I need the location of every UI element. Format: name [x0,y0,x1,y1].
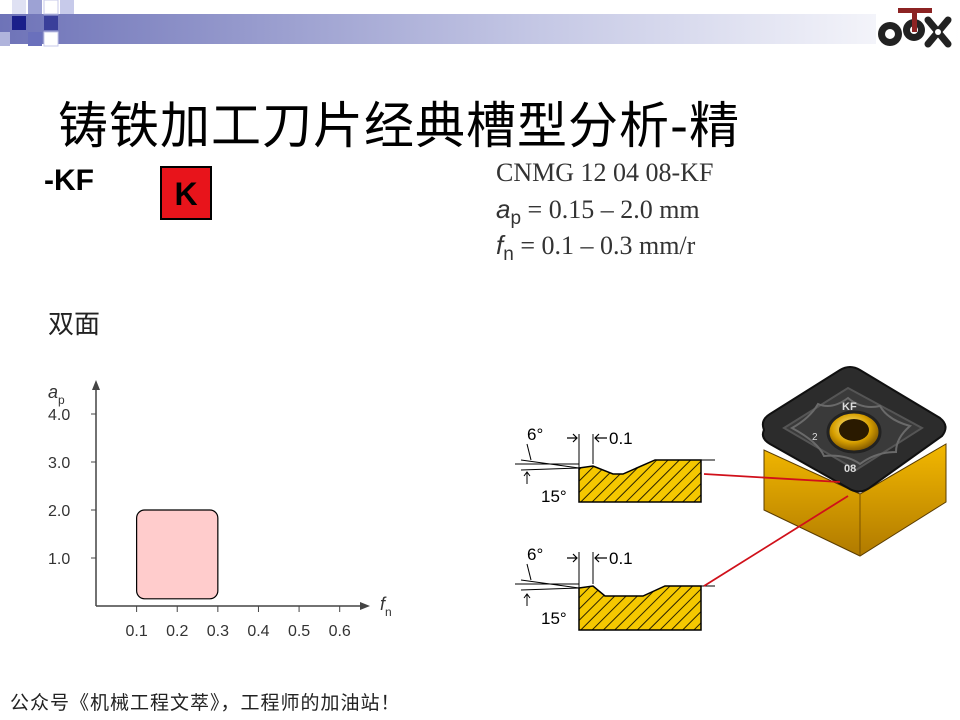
ap-range: = 0.15 – 2.0 mm [521,195,700,224]
rake-angle-label-lower: 6° [527,545,543,564]
footer-note: 公众号《机械工程文萃》，工程师的加油站！ [10,692,401,714]
y-tick-label: 1.0 [48,551,70,568]
depth-of-cut-range: ap = 0.15 – 2.0 mm [496,194,700,230]
ap-sub: p [510,208,522,230]
x-tick-label: 0.1 [125,623,147,640]
header-band [0,0,960,47]
fn-var: f [496,230,504,260]
x-tick-label: 0.6 [329,623,351,640]
y-tick-label: 2.0 [48,503,70,520]
x-tick-label: 0.5 [288,623,310,640]
application-range-chart: 0.1 0.2 0.3 0.4 0.5 0.6 1.0 2.0 3.0 4.0 ap fn [48,380,392,640]
land-width-label-upper: 0.1 [609,429,633,448]
chart-region-layer [136,509,219,600]
slide-title: 铸铁加工刀片经典槽型分析-精 [58,97,741,155]
edge-profile-lower: 6° 0.1 15° [515,545,715,631]
edge-profile-upper: 6° 0.1 15° [515,425,715,506]
material-group-badge: K [160,166,212,220]
company-logo [876,4,956,52]
y-axis-arrow [92,380,100,390]
rake-angle-label-upper: 6° [527,425,543,444]
chart-ticks: 0.1 0.2 0.3 0.4 0.5 0.6 1.0 2.0 3.0 4.0 [48,407,351,640]
fn-range: = 0.1 – 0.3 mm/r [513,231,696,260]
insert-designation: CNMG 12 04 08-KF [496,158,714,187]
sided-label: 双面 [48,310,101,340]
feed-range: fn = 0.1 – 0.3 mm/r [496,230,695,266]
leader-lines [703,473,849,587]
x-tick-label: 0.2 [166,623,188,640]
insert-mark-top: KF [842,401,857,413]
geometry-code: -KF [44,164,94,197]
application-range-region [136,509,219,600]
y-tick-label: 3.0 [48,455,70,472]
leader-line-upper [703,473,841,483]
x-axis-arrow [360,602,370,610]
x-tick-label: 0.4 [247,623,269,640]
insert-illustration: KF 2 08 [761,366,947,557]
y-axis-label: ap [48,382,65,407]
ap-var: a [496,194,511,224]
x-tick-label: 0.3 [207,623,229,640]
chart-axes [92,380,370,610]
insert-mark-side: 2 [812,432,818,443]
x-axis-label: fn [380,594,392,619]
edge-profile-sections: 6° 0.1 15° 6° 0.1 15° [515,425,715,631]
leader-line-lower [703,495,849,587]
land-width-label-lower: 0.1 [609,549,633,568]
land-angle-label-lower: 15° [541,609,567,628]
insert-mark-corner: 08 [844,463,856,475]
land-angle-label-upper: 15° [541,487,567,506]
fn-sub: n [503,244,514,266]
y-tick-label: 4.0 [48,407,70,424]
